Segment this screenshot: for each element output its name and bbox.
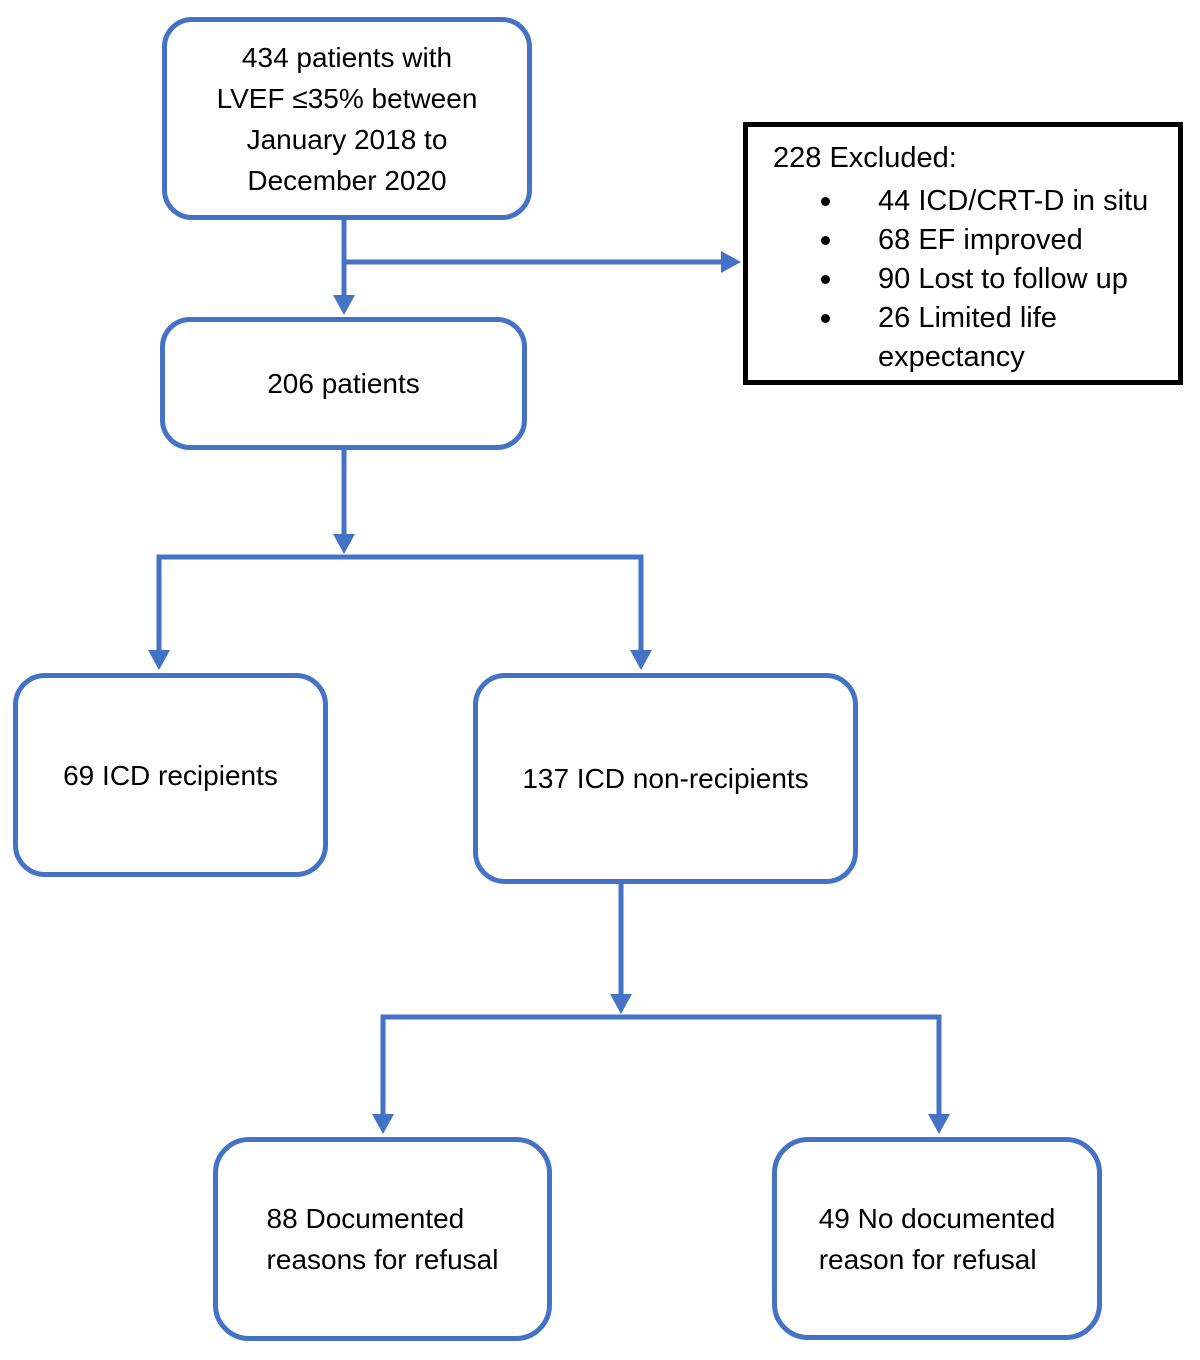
node-documented-line: reasons for refusal (266, 1244, 499, 1275)
arrowhead-down-icon (928, 1114, 950, 1134)
connector-split1-to-icd-recipients (148, 554, 170, 670)
node-icd-non-recipients: 137 ICD non-recipients (473, 673, 858, 884)
arrowhead-down-icon (333, 295, 355, 315)
node-documented-refusal-text: 88 Documented reasons for refusal (267, 1198, 499, 1280)
connector-non-recipients-to-split2 (610, 884, 632, 1014)
node-eligible-patients: 434 patients with LVEF ≤35% between Janu… (162, 17, 532, 220)
connector-included-to-split1 (333, 450, 355, 554)
node-included-patients: 206 patients (160, 317, 527, 450)
bullet-icon (821, 197, 830, 206)
node-documented-refusal: 88 Documented reasons for refusal (213, 1137, 552, 1341)
node-included-label: 206 patients (267, 368, 420, 399)
node-no-documented-refusal: 49 No documented reason for refusal (772, 1137, 1102, 1340)
node-eligible-line: 434 patients with (241, 41, 453, 73)
bullet-icon (821, 314, 830, 323)
bullet-icon (821, 236, 830, 245)
excluded-list-item: 90 Lost to follow up (821, 260, 1160, 299)
node-eligible-line: January 2018 to (246, 123, 448, 155)
node-icd-recipients: 69 ICD recipients (13, 673, 328, 877)
excluded-item-label: 26 Limited life expectancy (878, 302, 1057, 373)
node-icd-recipients-label: 69 ICD recipients (63, 759, 278, 791)
arrowhead-down-icon (372, 1114, 394, 1134)
arrowhead-down-icon (333, 534, 355, 554)
connector-eligible-to-excluded (344, 251, 741, 273)
connector-split1-to-icd-non-recipients (630, 554, 652, 670)
node-no-documented-refusal-text: 49 No documented reason for refusal (819, 1198, 1056, 1280)
excluded-list-item: 44 ICD/CRT-D in situ (821, 182, 1160, 221)
excluded-item-label: 68 EF improved (878, 224, 1083, 256)
connector-split2-to-no-documented (928, 1014, 950, 1134)
excluded-list-item: 26 Limited life expectancy (821, 299, 1160, 377)
node-eligible-line: December 2020 (247, 164, 447, 196)
node-no-documented-line: 49 No documented (818, 1202, 1056, 1234)
arrowhead-down-icon (610, 994, 632, 1014)
arrowhead-right-icon (721, 251, 741, 273)
excluded-item-label: 90 Lost to follow up (878, 263, 1128, 295)
excluded-heading: 228 Excluded: (773, 142, 957, 174)
node-excluded: 228 Excluded: 44 ICD/CRT-D in situ 68 EF… (743, 122, 1183, 385)
excluded-list-item: 68 EF improved (821, 221, 1160, 260)
excluded-item-label: 44 ICD/CRT-D in situ (878, 185, 1149, 217)
arrowhead-down-icon (148, 650, 170, 670)
node-documented-line: 88 Documented (266, 1203, 465, 1234)
node-no-documented-line: reason for refusal (818, 1243, 1037, 1275)
arrowhead-down-icon (630, 650, 652, 670)
excluded-list: 44 ICD/CRT-D in situ 68 EF improved 90 L… (773, 182, 1160, 377)
node-icd-non-recipients-label: 137 ICD non-recipients (522, 763, 809, 794)
bullet-icon (821, 275, 830, 284)
connector-split2-to-documented (372, 1014, 394, 1134)
connector-eligible-to-included (333, 220, 355, 315)
node-eligible-line: LVEF ≤35% between (216, 82, 478, 114)
